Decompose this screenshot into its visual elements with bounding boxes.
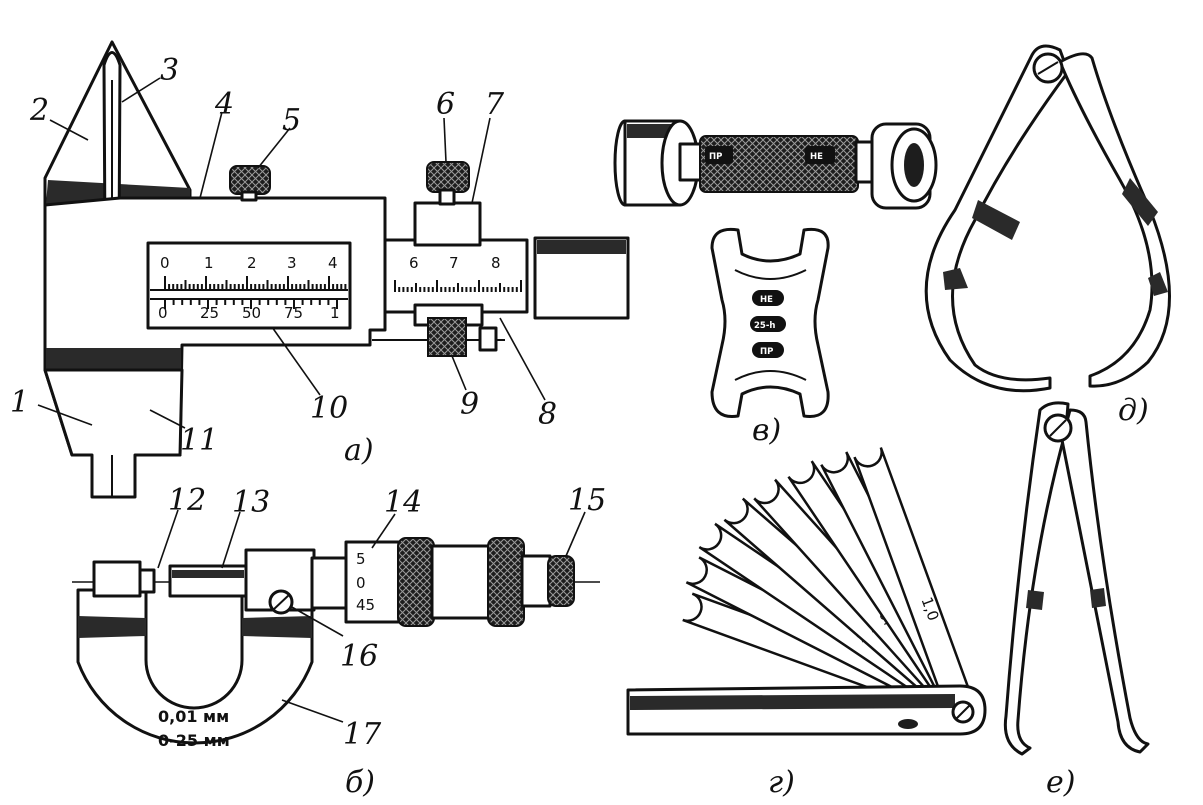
micro-feed-screw [426,161,470,193]
callout-6: 6 [436,87,455,122]
plug-nogo-mark: НЕ [810,152,823,162]
callout-8: 8 [538,397,557,432]
main-scale-label: 2 [247,254,257,272]
snap-go-mark: ПР [760,347,773,357]
beam-scale-label: 8 [491,254,501,272]
clamp-screw [229,165,271,195]
callout-16: 16 [340,639,378,674]
beam-scale-label: 6 [409,254,419,272]
calliper-leg-right [1058,52,1171,388]
snap-nogo-mark: НЕ [760,295,773,305]
callout-15: 15 [568,483,606,518]
micrometric-feed-nut [427,317,467,357]
beam-scale-label: 7 [449,254,459,272]
callout-9: 9 [460,387,479,422]
vernier-caliper: 0 1 2 3 4 0 25 50 75 1 6 7 8 [10,40,630,499]
depth-scale: 6 7 8 [409,254,501,272]
callout-7: 7 [485,87,505,122]
main-scale-label: 4 [328,254,338,272]
vernier-scale: 0 25 50 75 1 [158,304,340,322]
panel-label-v: в) [752,413,781,448]
frame-resolution: 0,01 мм [158,707,229,726]
main-scale: 0 1 2 3 4 [160,254,338,272]
caliper-beam [383,238,529,314]
callout-5: 5 [282,103,301,138]
main-scale-label: 3 [287,254,297,272]
main-scale-label: 0 [160,254,170,272]
feeler-gauge-set: 0,250,300,400,500,751,0 г) [626,447,987,800]
callout-17: 17 [343,717,382,752]
callout-13: 13 [232,485,270,520]
callout-1: 1 [10,385,29,420]
panel-label-a: а) [344,433,374,468]
feeler-blade [853,447,975,713]
panel-label-b: б) [345,765,375,800]
callout-3: 3 [160,53,179,88]
callout-10: 10 [310,391,348,426]
plug-gauge: ПР НЕ [613,119,938,210]
inside-calliper-leg-left [1003,401,1070,756]
vernier-scale-label: 50 [242,304,261,322]
feeler-holder [626,684,987,736]
plug-go-mark: ПР [709,152,722,162]
panel-label-d: д) [1118,393,1149,428]
thimble-mark: 45 [356,596,375,614]
thimble [344,540,404,624]
caliper-callouts: 1 2 3 4 5 6 7 8 9 10 11 [10,53,557,458]
lower-jaw [43,368,184,499]
thimble-mark: 5 [356,550,366,568]
vernier-scale-label: 75 [284,304,303,322]
main-scale-label: 1 [204,254,214,272]
thimble-mark: 0 [356,574,366,592]
anvil [92,560,142,598]
micrometer-callouts: 12 13 14 15 16 17 [157,483,606,752]
callout-2: 2 [29,93,49,128]
callout-14: 14 [384,485,422,520]
inside-callipers: е) [1003,401,1150,800]
snap-size-mark: 25-h [754,321,775,331]
panel-label-g: г) [768,765,795,800]
callout-4: 4 [214,87,234,122]
vernier-scale-label: 0 [158,304,168,322]
vernier-scale-label: 25 [200,304,219,322]
vernier-scale-label: 1 [330,304,340,322]
ratchet [547,555,575,607]
callout-11: 11 [180,423,218,458]
snap-gauge: НЕ 25-h ПР в) [710,227,830,448]
micro-feed-clamp [413,201,482,247]
micrometer: 5 0 45 0,01 мм 0-25 мм 12 13 14 15 16 17… [72,483,606,800]
outside-callipers: д) [924,44,1171,428]
frame-range: 0-25 мм [158,731,230,750]
inside-calliper-leg-right [1060,408,1150,754]
callout-12: 12 [168,483,206,518]
panel-label-e: е) [1046,765,1075,800]
